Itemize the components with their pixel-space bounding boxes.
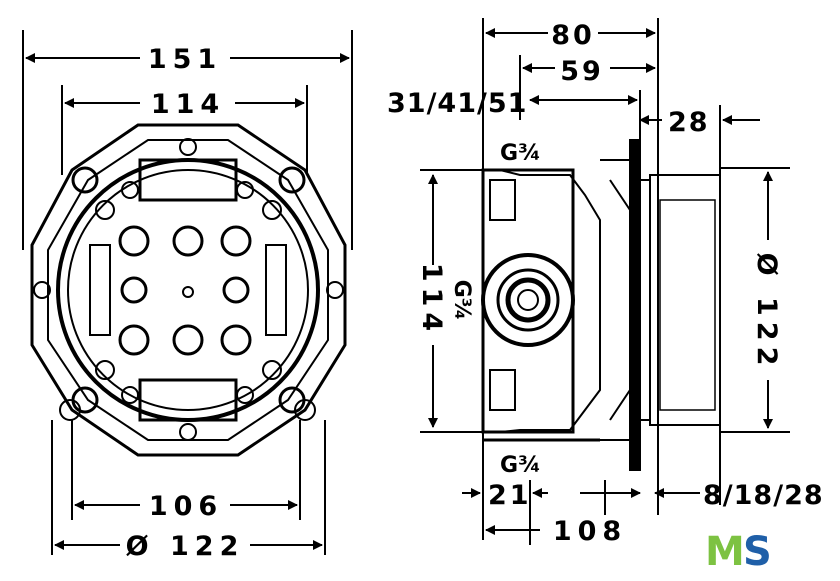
logo-letter-m: M [705, 529, 745, 575]
dim-8-18-28-label: 8/18/28 [703, 480, 824, 511]
dim-28-label: 28 [668, 107, 710, 138]
dim-114-vertical-label: 114 [416, 263, 447, 337]
dim-108-label: 108 [553, 516, 627, 547]
wall-plate [629, 139, 641, 471]
dim-21-label: 21 [488, 480, 532, 511]
front-view-labels: 151 114 106 Ø 122 [122, 42, 248, 562]
side-view-labels: 80 59 31/41/51 28 G¾ G¾ 114 G¾ Ø 122 21 … [387, 18, 824, 547]
thread-center-label: G¾ [449, 280, 474, 321]
thread-bottom-label: G¾ [500, 453, 541, 478]
logo-letter-s: S [743, 529, 772, 575]
dim-151-label: 151 [148, 44, 222, 75]
extension-sleeve [649, 174, 721, 426]
housing-inner-outline [47, 139, 329, 441]
dim-31-41-51-label: 31/41/51 [387, 88, 527, 119]
housing-outline [30, 123, 347, 457]
port-circle [118, 225, 150, 257]
dim-59-label: 59 [560, 56, 604, 87]
port-cylinder [481, 253, 575, 347]
side-view [420, 18, 790, 545]
dim-diameter-122-vertical-label: Ø 122 [751, 253, 782, 372]
dim-80-label: 80 [551, 20, 595, 51]
dim-114-label: 114 [151, 89, 225, 120]
dim-106-label: 106 [149, 491, 223, 522]
dim-diameter-122-label: Ø 122 [126, 531, 245, 562]
ms-logo: M S [655, 515, 840, 581]
valve-body [481, 168, 575, 434]
thread-top-label: G¾ [500, 141, 541, 166]
front-view [22, 30, 353, 555]
